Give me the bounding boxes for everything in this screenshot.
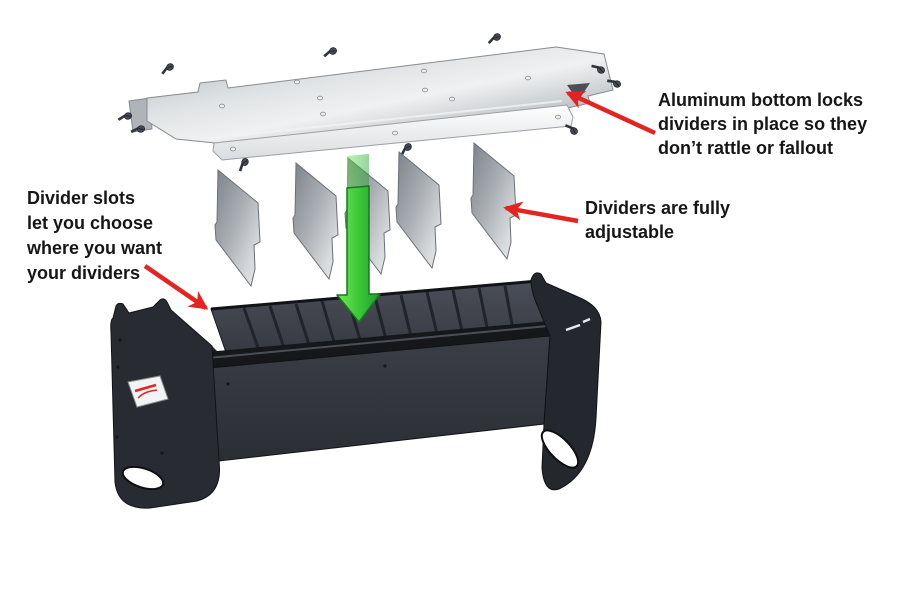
- annotation-line: Dividers are fully: [585, 198, 731, 218]
- right-handle-cutout: [540, 429, 580, 469]
- aluminum-bottom-plate: [128, 46, 614, 161]
- left-handle-cutout: [121, 465, 165, 491]
- annotation-line: let you choose: [27, 213, 154, 233]
- screw-icon: [236, 156, 251, 174]
- annotation-line: your dividers: [27, 263, 141, 283]
- tray-left-end-panel: [110, 298, 221, 509]
- callout-arrow-slots: [143, 264, 209, 310]
- brand-label: [127, 375, 169, 408]
- annotation-line: Aluminum bottom locks: [658, 90, 864, 110]
- annotation-line: dividers in place so they: [658, 114, 868, 134]
- screw-icon: [116, 111, 133, 124]
- annotation-aluminum-bottom: Aluminum bottom locks dividers in place …: [658, 88, 867, 160]
- tray: [110, 272, 602, 509]
- annotation-line: adjustable: [585, 222, 675, 242]
- screw-icon: [485, 31, 503, 47]
- annotation-line: where you want: [27, 238, 163, 258]
- annotation-line: Divider slots: [27, 188, 136, 208]
- divider-panel: [470, 142, 517, 260]
- annotation-adjustable: Dividers are fully adjustable: [585, 196, 730, 244]
- insert-arrow: [336, 154, 381, 323]
- screw-icon: [159, 61, 176, 77]
- callout-arrow-adjustable: [503, 201, 579, 224]
- divider-slot-ribs: [242, 285, 516, 360]
- divider-panel: [395, 151, 442, 269]
- annotation-divider-slots: Divider slots let you choose where you w…: [27, 186, 162, 286]
- divider-panel: [214, 169, 261, 287]
- screw-icon: [321, 45, 339, 60]
- callout-arrows: [143, 90, 656, 310]
- divider-panel: [292, 162, 339, 280]
- callout-arrow-aluminum: [565, 90, 656, 136]
- annotation-line: don’t rattle or fallout: [658, 138, 833, 158]
- plate-holes: [219, 68, 561, 152]
